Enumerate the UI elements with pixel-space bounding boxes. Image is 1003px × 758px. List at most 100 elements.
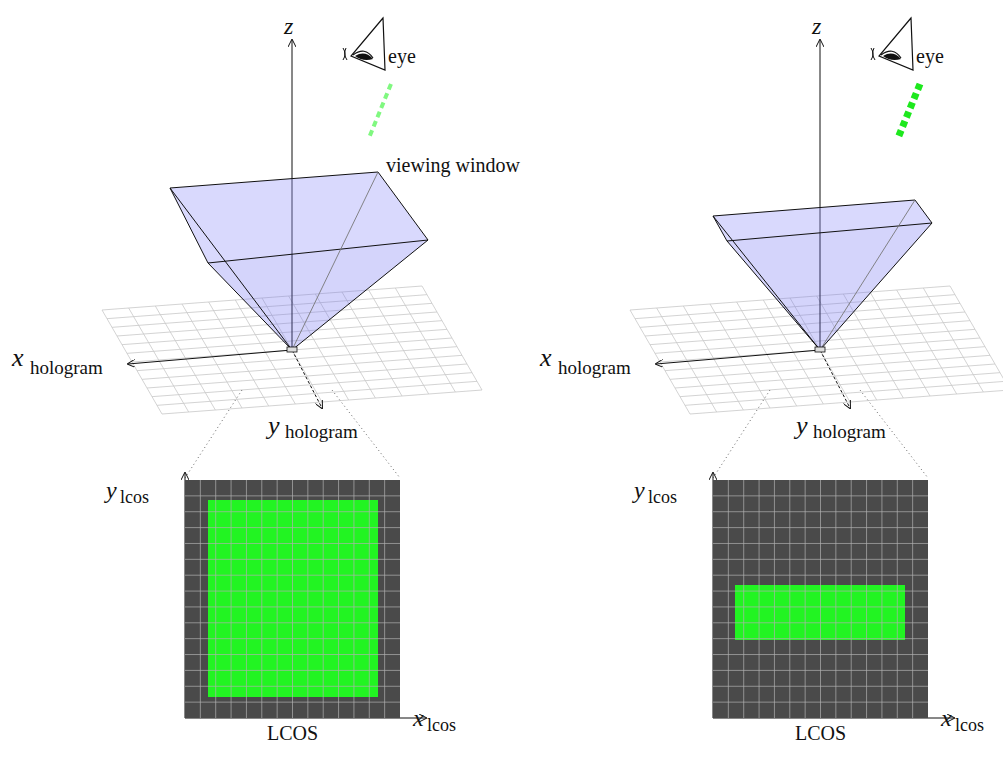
y-axis [820, 350, 850, 408]
x-axis [128, 350, 292, 364]
eye-pupil [883, 54, 901, 60]
grid-line [690, 390, 1003, 414]
pixel-line [713, 527, 928, 528]
pixel-line [912, 480, 913, 718]
y-axis [292, 350, 322, 408]
pyramid-edge [208, 263, 292, 350]
pixel-line [185, 670, 400, 671]
axis-label: viewing window [386, 155, 520, 175]
lcos-grid [185, 480, 400, 718]
pixel-line [384, 480, 385, 718]
axis-label: x [540, 345, 552, 371]
axis-label: x [413, 706, 424, 730]
axis-label: y [796, 413, 808, 439]
axis-label: hologram [813, 422, 886, 441]
right-scene [630, 18, 1003, 718]
light-ray [369, 84, 391, 138]
eye-lash [343, 48, 347, 60]
pixel-line [881, 480, 882, 718]
hologram-pixel [287, 347, 297, 352]
axis-label: lcos [955, 716, 984, 734]
pixel-line [185, 606, 400, 607]
axis-label: x [12, 345, 24, 371]
pixel-line [713, 654, 928, 655]
eye-icon [351, 18, 385, 70]
pixel-line [713, 591, 928, 592]
pyramid-edge [292, 172, 378, 350]
pixel-line [215, 480, 216, 718]
pixel-line [231, 480, 232, 718]
axis-label: lcos [427, 716, 456, 734]
grid-line [152, 373, 472, 397]
lcos-active-area [735, 585, 905, 640]
pixel-line [851, 480, 852, 718]
pyramid-edge [727, 241, 820, 350]
eye-lash [871, 48, 875, 60]
pixel-line [713, 575, 928, 576]
pixel-line [200, 480, 201, 718]
viewing-window [170, 172, 428, 263]
pixel-line [743, 480, 744, 718]
axis-label: eye [916, 46, 944, 66]
pixel-line [185, 495, 400, 496]
pixel-line [261, 480, 262, 718]
grid-line [147, 364, 467, 388]
axis-label: hologram [285, 422, 358, 441]
pyramid-edge [170, 188, 292, 350]
pixel-line [713, 511, 928, 512]
pixel-line [774, 480, 775, 718]
pixel-line [277, 480, 278, 718]
pixel-line [897, 480, 898, 718]
projection-line [185, 390, 242, 478]
pixel-line [866, 480, 867, 718]
pixel-line [185, 511, 400, 512]
pixel-line [820, 480, 821, 718]
pixel-line [338, 480, 339, 718]
pixel-line [759, 480, 760, 718]
lcos-active-area [208, 500, 378, 697]
left-scene [102, 18, 482, 718]
pixel-line [713, 702, 928, 703]
viewing-window [713, 200, 932, 241]
pyramid-face [727, 223, 932, 350]
pixel-line [307, 480, 308, 718]
pyramid-edge [820, 200, 915, 350]
axis-label: lcos [120, 488, 149, 506]
pyramid-edge [820, 223, 932, 350]
pixel-line [185, 591, 400, 592]
panel-caption: LCOS [267, 723, 318, 743]
pixel-line [185, 654, 400, 655]
axis-label: lcos [648, 488, 677, 506]
pixel-line [185, 559, 400, 560]
axis-label: y [634, 478, 645, 502]
projection-line [713, 390, 770, 478]
grid-line [685, 381, 1003, 405]
pixel-line [728, 480, 729, 718]
pixel-line [369, 480, 370, 718]
eye-pupil [355, 54, 373, 60]
pixel-line [713, 559, 928, 560]
pixel-line [185, 702, 400, 703]
pixel-line [713, 622, 928, 623]
axis-label: hologram [558, 358, 631, 377]
pixel-line [835, 480, 836, 718]
lcos-background [185, 480, 400, 718]
lcos-background [713, 480, 928, 718]
pixel-line [713, 606, 928, 607]
pixel-line [185, 575, 400, 576]
hologram-pixel [815, 347, 825, 352]
pixel-line [789, 480, 790, 718]
pixel-line [185, 622, 400, 623]
axis-label: hologram [30, 358, 103, 377]
lcos-grid [713, 480, 928, 718]
pixel-line [353, 480, 354, 718]
axis-label: eye [388, 46, 416, 66]
grid-line [675, 364, 995, 388]
pixel-line [185, 638, 400, 639]
pixel-line [713, 495, 928, 496]
axis-label: y [268, 413, 280, 439]
pixel-line [185, 527, 400, 528]
pixel-line [185, 686, 400, 687]
axis-label: x [941, 706, 952, 730]
pixel-line [323, 480, 324, 718]
